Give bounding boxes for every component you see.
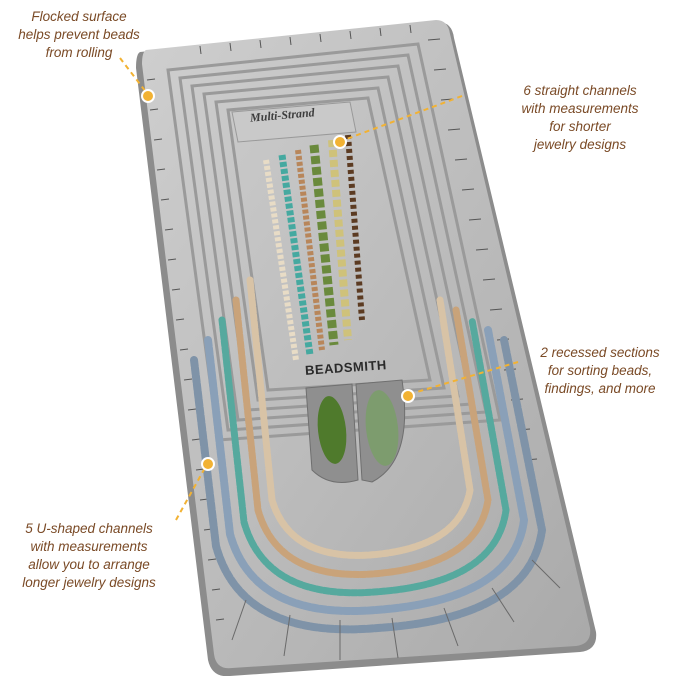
straight-bead-strands [263, 134, 365, 361]
recessed-sections [305, 379, 406, 483]
ruler-left [146, 78, 225, 621]
dot-straight [333, 135, 347, 149]
callout-u-shaped-channels: 5 U-shaped channels with measurements al… [22, 521, 156, 590]
radial-measure-lines [231, 559, 561, 660]
callout-recessed-sections: 2 recessed sections for sorting beads, f… [540, 345, 660, 396]
callout-flocked-surface: Flocked surface helps prevent beads from… [18, 9, 140, 60]
callout-dots [141, 89, 415, 471]
callout-straight-channels: 6 straight channels with measurements fo… [521, 83, 639, 152]
u-shaped-channels [190, 276, 547, 634]
ruler-top [199, 24, 412, 55]
bead-board [136, 20, 597, 676]
dot-flocked [141, 89, 155, 103]
dot-ushaped [201, 457, 215, 471]
dot-recessed [401, 389, 415, 403]
callout-leaders [119, 57, 519, 521]
